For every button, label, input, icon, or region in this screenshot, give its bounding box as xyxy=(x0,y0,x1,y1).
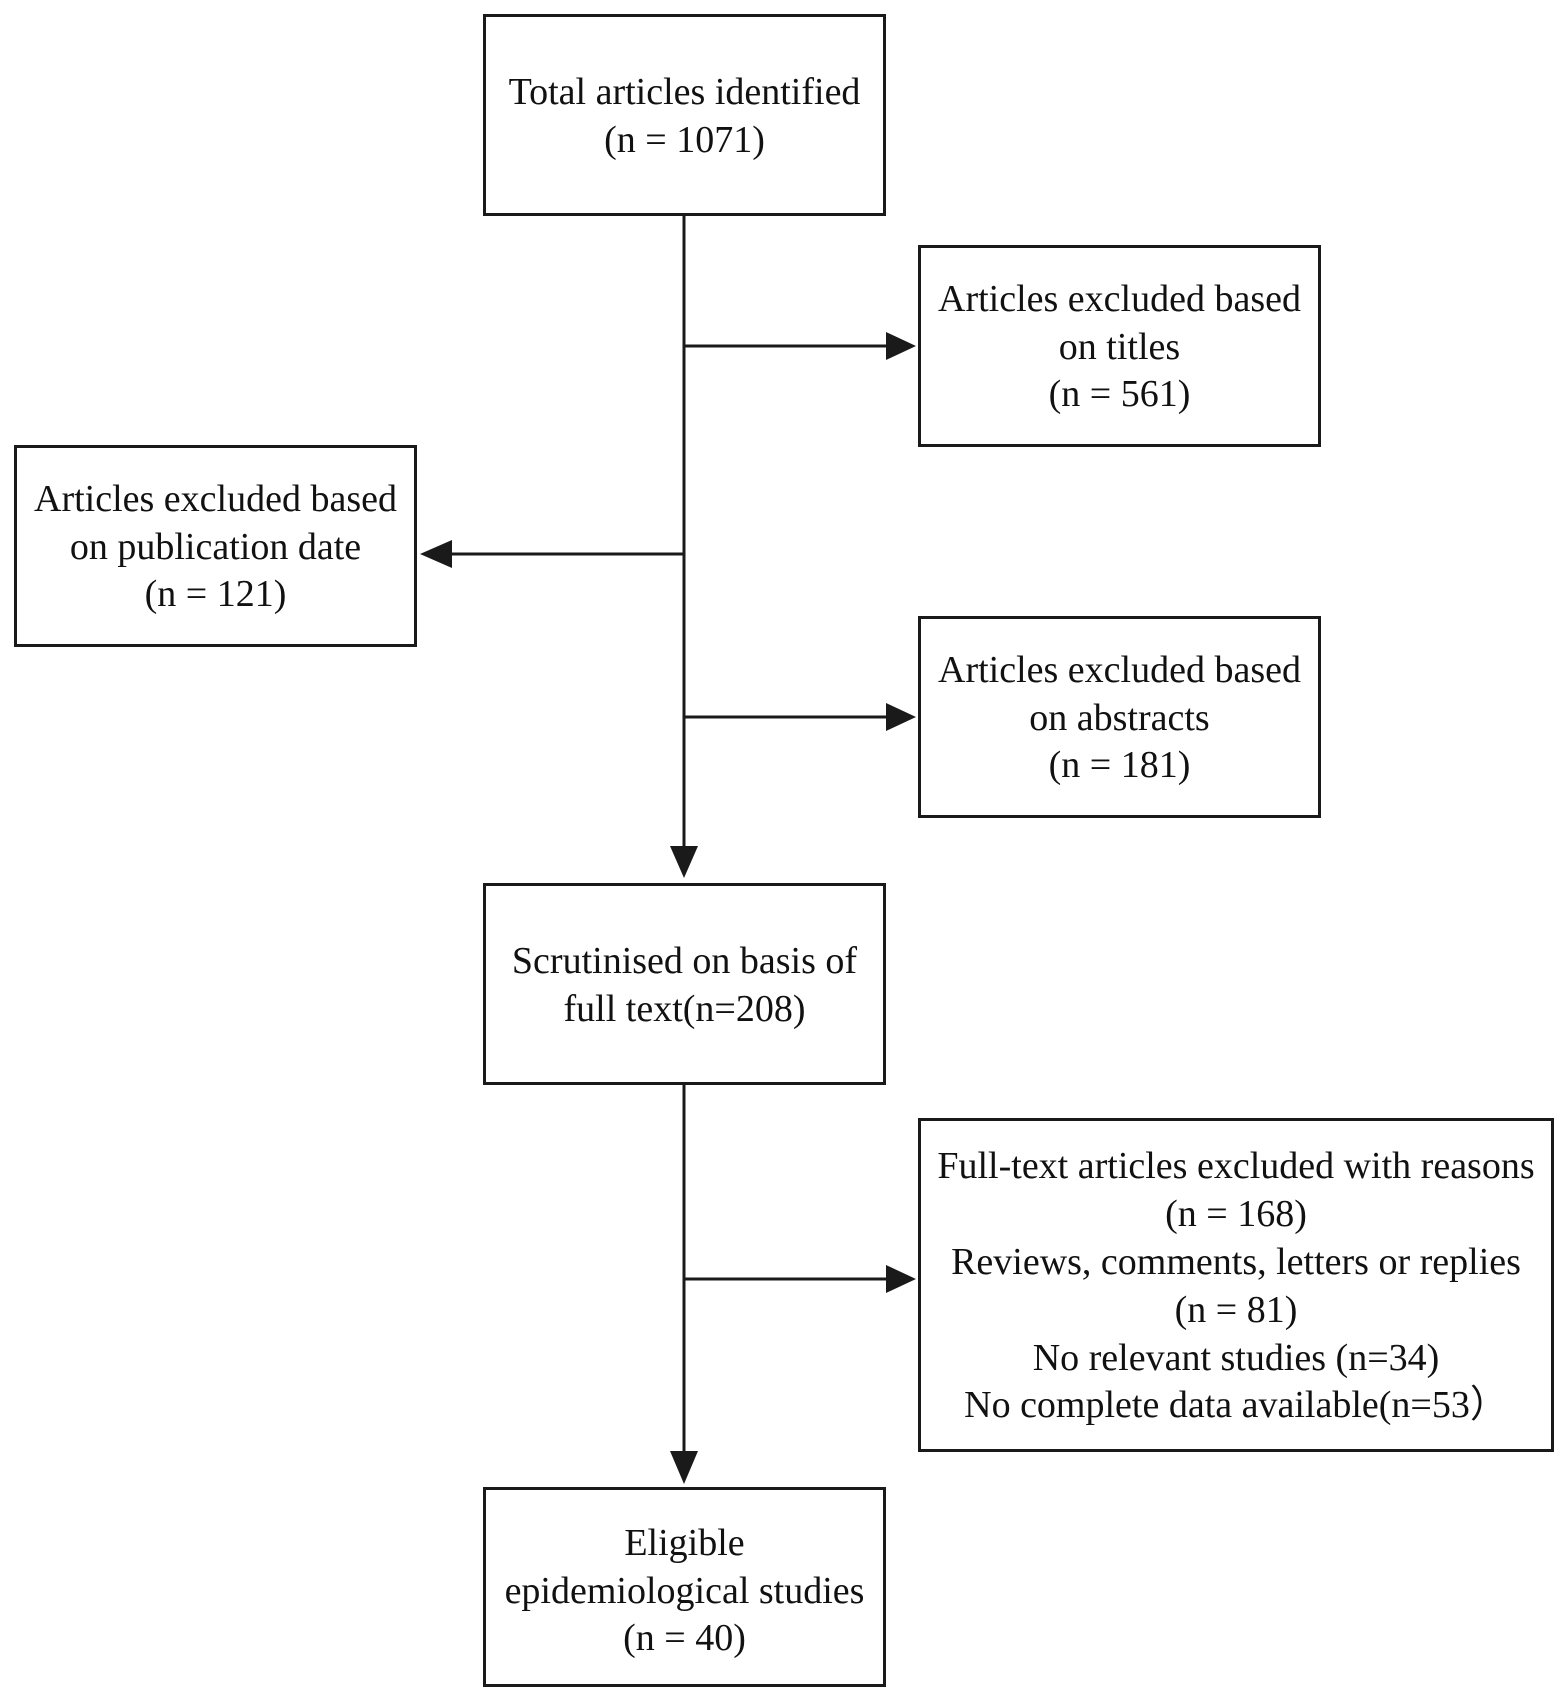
total-articles-count: (n = 1071) xyxy=(604,118,765,161)
total-articles-label: Total articles identified xyxy=(508,71,861,113)
eligible-studies-box: Eligible epidemiological studies (n = 40… xyxy=(483,1487,886,1687)
excluded-titles-label-1: Articles excluded based xyxy=(938,278,1301,320)
fulltext-excluded-label: Full-text articles excluded with reasons xyxy=(937,1145,1535,1187)
excluded-titles-box: Articles excluded based on titles (n = 5… xyxy=(918,245,1321,447)
excluded-abstracts-label-1: Articles excluded based xyxy=(938,649,1301,691)
excluded-pubdate-label-1: Articles excluded based xyxy=(34,478,397,520)
excluded-abstracts-count: (n = 181) xyxy=(1048,744,1191,786)
scrutinised-label-1: Scrutinised on basis of xyxy=(511,940,858,982)
eligible-label-2: epidemiological studies xyxy=(504,1569,865,1612)
reviews-count: (n = 81) xyxy=(1174,1288,1298,1331)
eligible-label-1: Eligible xyxy=(624,1522,745,1564)
scrutinised-box: Scrutinised on basis of full text(n=208) xyxy=(483,883,886,1085)
excluded-abstracts-box: Articles excluded based on abstracts (n … xyxy=(918,616,1321,818)
total-articles-box: Total articles identified (n = 1071) xyxy=(483,14,886,216)
arrow-to-abstracts xyxy=(886,703,916,731)
reviews-label: Reviews, comments, letters or replies xyxy=(951,1240,1521,1283)
fulltext-excluded-box: Full-text articles excluded with reasons… xyxy=(918,1118,1554,1452)
arrow-to-pubdate xyxy=(420,540,452,568)
arrow-to-titles xyxy=(886,332,916,360)
eligible-count: (n = 40) xyxy=(623,1617,746,1659)
arrow-to-scrutinised xyxy=(670,846,698,878)
excluded-pubdate-count: (n = 121) xyxy=(144,573,287,615)
excluded-pubdate-box: Articles excluded based on publication d… xyxy=(14,445,417,647)
scrutinised-label-2: full text(n=208) xyxy=(563,987,806,1030)
fulltext-excluded-count: (n = 168) xyxy=(1165,1192,1307,1235)
excluded-pubdate-label-2: on publication date xyxy=(69,525,362,568)
no-relevant-studies: No relevant studies (n=34) xyxy=(1032,1336,1440,1379)
no-complete-data: No complete data available(n=53） xyxy=(964,1384,1508,1427)
excluded-titles-count: (n = 561) xyxy=(1048,373,1191,415)
excluded-titles-label-2: on titles xyxy=(1058,325,1181,368)
arrow-to-eligible xyxy=(670,1451,698,1484)
arrow-to-fulltext-excluded xyxy=(886,1265,916,1293)
excluded-abstracts-label-2: on abstracts xyxy=(1029,696,1210,739)
